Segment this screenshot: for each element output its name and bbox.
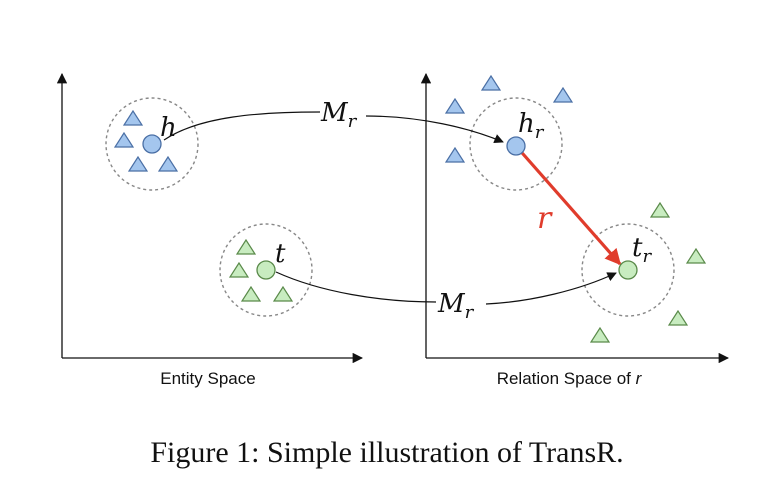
- green-triangle: [685, 247, 707, 264]
- tail-entity-node: [256, 260, 276, 280]
- blue-triangle: [113, 131, 135, 148]
- label-relation-r: r: [537, 201, 553, 236]
- blue-triangle: [444, 146, 466, 163]
- green-triangle: [667, 309, 689, 326]
- green-triangle: [272, 285, 294, 302]
- tr-related-entities: [589, 201, 707, 343]
- entity-space-axes: [56, 72, 364, 364]
- mapping-curve-t: [275, 271, 437, 303]
- green-triangle: [228, 261, 250, 278]
- h-neighborhood-circle: [105, 97, 199, 191]
- relation-translation-arrow: [514, 144, 622, 266]
- t-related-entities: [228, 238, 294, 302]
- label-M-r-bottom: Mr: [437, 289, 475, 323]
- blue-triangle: [127, 155, 149, 172]
- label-h: h: [160, 113, 177, 143]
- blue-triangle: [444, 97, 466, 114]
- blue-triangle: [157, 155, 179, 172]
- label-t-r: tr: [632, 233, 652, 267]
- t-neighborhood-circle: [219, 223, 313, 317]
- green-triangle: [649, 201, 671, 218]
- label-h-r: hr: [518, 109, 545, 143]
- entity-space-label: Entity Space: [160, 369, 255, 388]
- hr-neighborhood-circle: [469, 97, 563, 191]
- label-t: t: [275, 239, 286, 269]
- blue-triangle: [552, 86, 574, 103]
- projected-head-node: [506, 136, 526, 156]
- hr-related-entities: [444, 74, 574, 163]
- green-triangle: [235, 238, 257, 255]
- relation-space-label: Relation Space of r: [497, 369, 643, 388]
- h-related-entities: [113, 109, 179, 172]
- head-entity-node: [142, 134, 162, 154]
- green-triangle: [240, 285, 262, 302]
- projected-tail-node: [618, 260, 638, 280]
- blue-triangle: [122, 109, 144, 126]
- mapping-curve-h: [163, 111, 321, 141]
- blue-triangle: [480, 74, 502, 91]
- mapping-curve-t-tail: [485, 272, 617, 305]
- mapping-curve-h-tail: [365, 115, 504, 144]
- green-triangle: [589, 326, 611, 343]
- label-M-r-top: Mr: [320, 98, 358, 132]
- tr-neighborhood-circle: [581, 223, 675, 317]
- figure-caption: Figure 1: Simple illustration of TransR.: [150, 436, 623, 469]
